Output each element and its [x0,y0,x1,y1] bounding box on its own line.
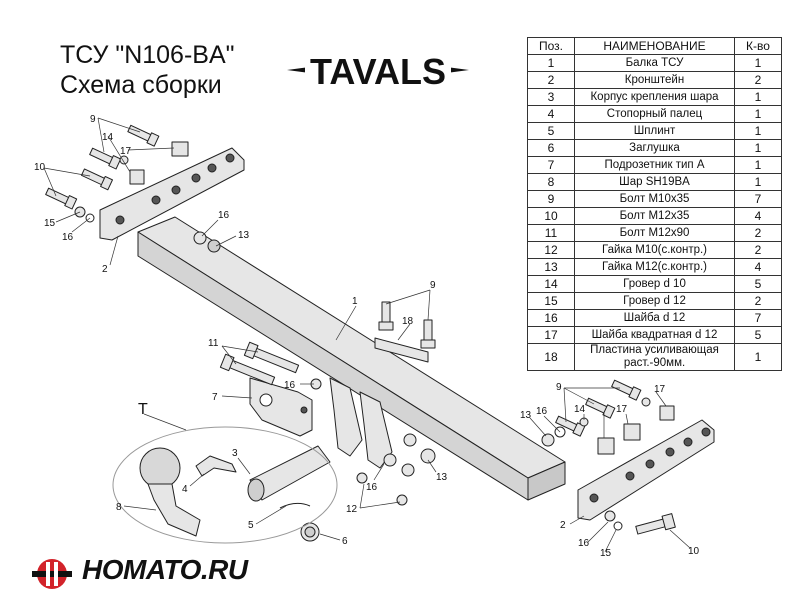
callout-4: 4 [182,484,188,495]
split-pin [279,502,311,509]
washers-left [74,141,221,253]
row-name: Шайба квадратная d 12 [574,326,735,344]
homato-logo-icon [32,559,72,589]
tow-beam [137,216,566,501]
title-line-2: Схема сборки [60,71,222,99]
row-name: Болт М12х35 [574,207,735,225]
callout-8: 8 [116,502,122,513]
callout-2: 2 [560,520,566,531]
callout-11: 11 [208,338,219,349]
callout-6: 6 [342,536,348,547]
row-num: 18 [527,343,575,371]
callout-9: 9 [556,382,562,393]
table-header-row: Поз. НАИМЕНОВАНИЕ К-во [527,37,782,55]
row-qty: 1 [734,343,782,371]
callout-16: 16 [536,406,548,417]
callout-2: 2 [102,264,108,275]
callout-16: 16 [284,380,296,391]
callout-9: 9 [430,280,436,291]
callout-16: 16 [218,210,230,221]
callout-13: 13 [520,410,532,421]
callout-10: 10 [688,546,700,557]
nuts-center [356,433,436,506]
socket-holder [249,377,313,437]
row-name: Шар SH19BA [574,173,735,191]
bolts-left [45,124,160,210]
tavals-logo: TAVALS [287,51,469,92]
tow-ball [139,447,201,537]
callout-16: 16 [62,232,74,243]
callout-12: 12 [346,504,358,515]
header-name: НАИМЕНОВАНИЕ [574,37,735,55]
diagram-title: ТСУ "N106-BA" Схема сборки [60,40,235,100]
row-name: Шплинт [574,122,735,140]
title-line-1: ТСУ "N106-BA" [60,41,235,69]
tavals-logo-text: TAVALS [310,51,446,92]
callout-17: 17 [616,404,628,415]
callout-7: 7 [212,392,218,403]
callout-3: 3 [232,448,238,459]
callout-labels: 9 14 17 10 15 16 2 16 13 1 9 18 11 16 7 … [34,114,700,559]
callout-14: 14 [574,404,586,415]
callout-13: 13 [436,472,448,483]
callout-T: T [138,401,148,418]
callout-17: 17 [120,146,132,157]
tow-ball-group-outline [112,426,338,544]
callout-17: 17 [654,384,666,395]
leader-lines [43,117,691,553]
bolt-m10-center [378,301,436,349]
reinforcement-plate [374,337,429,363]
callout-5: 5 [248,520,254,531]
locking-pin [195,455,237,477]
callout-16: 16 [366,482,378,493]
row-name: Пластина усиливающая раст.-90мм. [574,343,735,371]
right-bracket [577,419,715,521]
center-mount-plates [329,377,393,469]
callout-10: 10 [34,162,46,173]
callout-14: 14 [102,132,114,143]
row-name: Шайба d 12 [574,309,735,327]
callout-1: 1 [352,296,358,307]
row-num: 15 [527,292,575,310]
row-num: 17 [527,326,575,344]
callout-13: 13 [238,230,250,241]
callout-18: 18 [402,316,414,327]
callout-15: 15 [44,218,56,229]
row-num: 14 [527,275,575,293]
ball-housing [247,445,331,502]
callout-15: 15 [600,548,612,559]
row-name: Болт М10х35 [574,190,735,208]
left-bracket [99,147,245,241]
row-name: Корпус крепления шара [574,88,735,106]
callout-16: 16 [578,538,590,549]
bolts-m12-long [219,341,322,390]
brand-text: HOMATO.RU [82,554,248,585]
callout-9: 9 [90,114,96,125]
plug [300,522,320,542]
